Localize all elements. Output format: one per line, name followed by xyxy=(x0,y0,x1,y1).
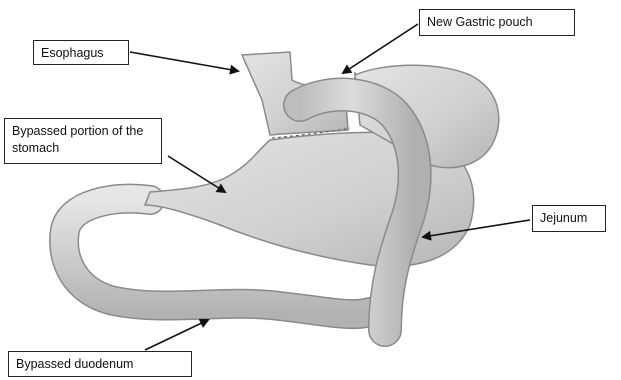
label-bypassed-duodenum: Bypassed duodenum xyxy=(8,351,192,377)
duodenum-arrow xyxy=(145,320,208,350)
label-jejunum-text: Jejunum xyxy=(540,211,587,225)
label-esophagus: Esophagus xyxy=(33,40,129,65)
label-bypassed-stomach-text: Bypassed portion of the stomach xyxy=(12,124,143,155)
label-new-gastric-pouch-text: New Gastric pouch xyxy=(427,15,533,29)
label-jejunum: Jejunum xyxy=(532,205,606,232)
label-esophagus-text: Esophagus xyxy=(41,46,104,60)
label-bypassed-duodenum-text: Bypassed duodenum xyxy=(16,357,133,371)
label-new-gastric-pouch: New Gastric pouch xyxy=(419,9,575,36)
esophagus-arrow xyxy=(130,52,238,71)
label-bypassed-stomach: Bypassed portion of the stomach xyxy=(4,118,162,164)
